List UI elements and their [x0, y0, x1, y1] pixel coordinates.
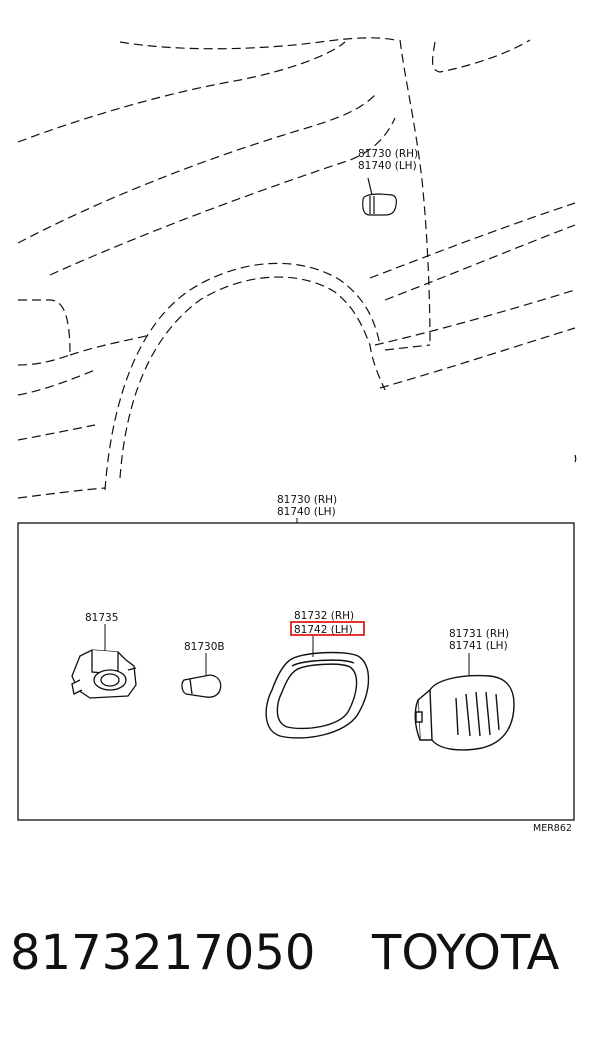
brand-name: TOYOTA — [372, 925, 560, 981]
part-number: 8173217050 — [10, 925, 316, 981]
lens-icon — [414, 674, 515, 751]
callout-upper-lh: 81740 (LH) — [358, 160, 417, 172]
callout-lens-lh: 81741 (LH) — [449, 640, 508, 652]
callout-assembly-lh: 81740 (LH) — [277, 506, 336, 518]
gasket-icon — [265, 651, 370, 739]
parts-frame — [17, 522, 575, 821]
footer: 8173217050 TOYOTA — [0, 925, 600, 995]
callout-socket: 81735 — [85, 612, 118, 624]
reference-code: MER862 — [533, 823, 572, 834]
callout-bulb: 81730B — [184, 641, 225, 653]
callout-gasket-lh: 81742 (LH) — [294, 624, 353, 636]
vehicle-body-outline — [17, 37, 577, 499]
callout-assembly-rh: 81730 (RH) — [277, 494, 337, 506]
callout-upper-rh: 81730 (RH) — [358, 148, 418, 160]
mounted-side-marker-icon — [362, 177, 397, 216]
gasket-lh-highlight-box — [290, 621, 365, 636]
socket-icon — [71, 649, 137, 699]
bulb-icon — [181, 674, 222, 698]
parts-diagram: 81730 (RH) 81740 (LH) 81730 (RH) 81740 (… — [17, 37, 577, 834]
callout-gasket-rh: 81732 (RH) — [294, 610, 354, 622]
callout-lens-rh: 81731 (RH) — [449, 628, 509, 640]
